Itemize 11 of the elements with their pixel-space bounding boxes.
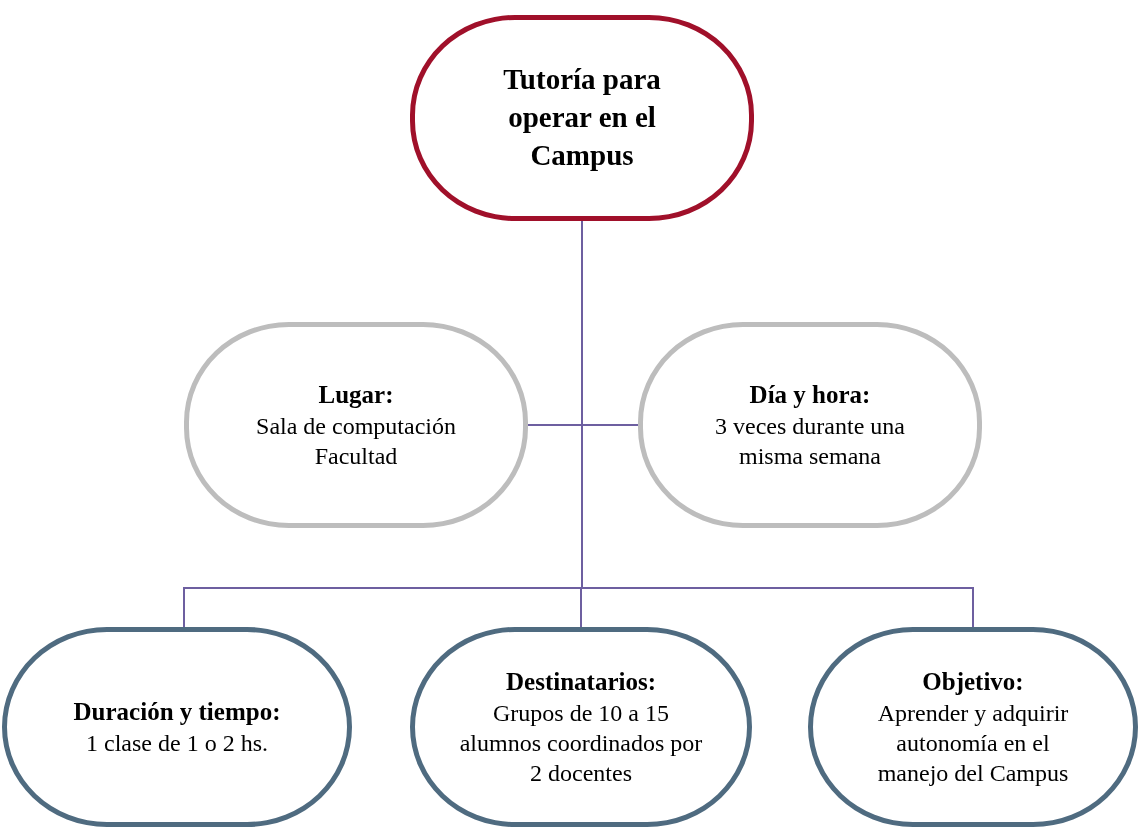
node-text: Grupos de 10 a 15 alumnos coordinados por 2 docentes bbox=[458, 698, 704, 788]
node-heading: Día y hora: bbox=[749, 380, 871, 411]
node-heading: Tutoría para operar en el Campus bbox=[502, 62, 662, 173]
node-heading: Destinatarios: bbox=[506, 667, 656, 698]
node-text: 1 clase de 1 o 2 hs. bbox=[86, 728, 268, 758]
node-text: Sala de computación Facultad bbox=[255, 411, 457, 471]
node-text: 3 veces durante una misma semana bbox=[714, 411, 906, 471]
node-heading: Objetivo: bbox=[922, 667, 1024, 698]
node-heading: Duración y tiempo: bbox=[73, 697, 281, 728]
node-text: Aprender y adquirir autonomía en el manejo del Campus bbox=[876, 698, 1070, 788]
node-heading: Lugar: bbox=[318, 380, 394, 411]
